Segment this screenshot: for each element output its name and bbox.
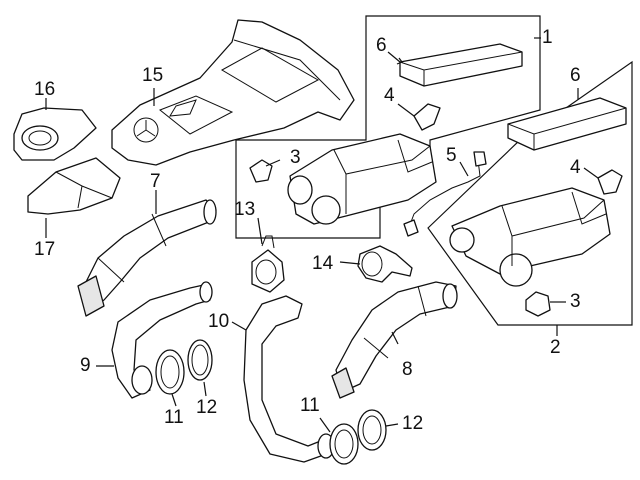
callout-2: 2 — [550, 337, 561, 358]
intake-duct-8-part — [331, 281, 458, 399]
callout-17: 17 — [34, 239, 56, 260]
intake-duct-7-part — [77, 199, 217, 317]
callout-4a: 4 — [384, 85, 395, 106]
callout-14: 14 — [312, 253, 334, 274]
callout-4b: 4 — [570, 157, 581, 178]
hose-5-part — [403, 151, 487, 237]
callout-6a: 6 — [376, 35, 387, 56]
airbox-2-part — [449, 187, 611, 287]
airbox-1-part — [287, 133, 437, 225]
engine-cover-part — [111, 19, 355, 166]
intake-hose-10-part — [243, 295, 335, 463]
sensor-4b-part — [597, 169, 623, 195]
clip-3b-part — [525, 291, 551, 317]
callout-11b: 11 — [300, 395, 320, 416]
air-filter-6a-part — [399, 43, 523, 87]
clamp-11b-part — [329, 423, 359, 465]
callout-7: 7 — [150, 171, 161, 192]
callout-12b: 12 — [402, 413, 424, 434]
callout-1: 1 — [542, 27, 553, 48]
callout-13: 13 — [234, 199, 256, 220]
intake-duct-17-part — [27, 157, 121, 215]
connector-13-part — [251, 235, 285, 293]
sensor-4a-part — [413, 103, 441, 131]
callout-8: 8 — [402, 359, 413, 380]
callout-3a: 3 — [290, 147, 301, 168]
callout-6b: 6 — [570, 65, 581, 86]
callout-12a: 12 — [196, 397, 218, 418]
air-filter-6b-part — [507, 97, 627, 151]
leader-lines — [45, 37, 599, 433]
connector-14-part — [357, 245, 413, 283]
callout-11a: 11 — [164, 407, 184, 428]
callout-16: 16 — [34, 79, 56, 100]
clamp-12b-part — [357, 409, 387, 451]
intake-cover-16-part — [13, 107, 97, 161]
callout-9: 9 — [80, 355, 91, 376]
clamp-11-part — [155, 349, 185, 395]
callout-5: 5 — [446, 145, 457, 166]
intake-hose-9-part — [111, 281, 213, 399]
assembly-2-box — [427, 60, 633, 326]
clip-3a-part — [249, 159, 273, 183]
callout-10: 10 — [208, 311, 230, 332]
callout-15: 15 — [142, 65, 164, 86]
callout-3b: 3 — [570, 291, 581, 312]
